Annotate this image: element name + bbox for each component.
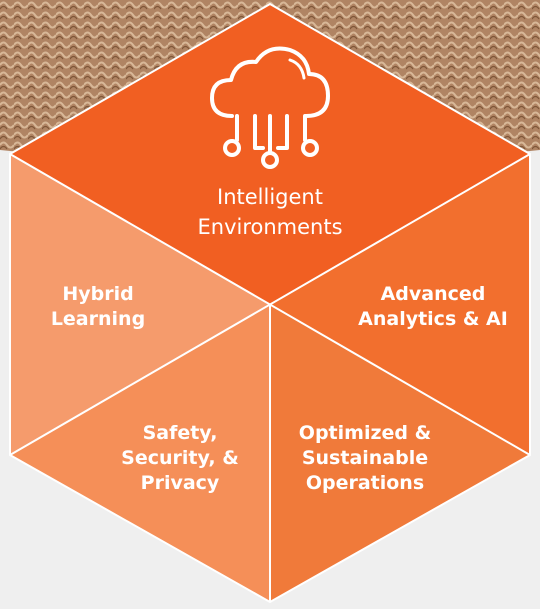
center-label-line2: Environments bbox=[197, 215, 342, 239]
safety-line3: Privacy bbox=[141, 472, 220, 494]
advanced-analytics-line2: Analytics & AI bbox=[358, 308, 508, 330]
advanced-analytics-line1: Advanced bbox=[381, 283, 486, 305]
safety-line1: Safety, bbox=[143, 422, 218, 444]
segment-hybrid-learning bbox=[10, 154, 270, 455]
hybrid-learning-line1: Hybrid bbox=[62, 283, 133, 305]
segment-advanced-analytics-ai bbox=[270, 154, 530, 455]
segment-dividers bbox=[9, 2, 531, 604]
optimized-line3: Operations bbox=[306, 472, 424, 494]
segment-optimized-sustainable-operations bbox=[270, 305, 530, 602]
center-label-line1: Intelligent bbox=[217, 185, 323, 209]
safety-line2: Security, & bbox=[121, 447, 239, 469]
cloud-network-icon bbox=[210, 46, 330, 169]
optimized-line2: Sustainable bbox=[302, 447, 428, 469]
hybrid-learning-line2: Learning bbox=[51, 308, 145, 330]
optimized-line1: Optimized & bbox=[299, 422, 431, 444]
segment-safety-security-privacy bbox=[10, 305, 270, 602]
